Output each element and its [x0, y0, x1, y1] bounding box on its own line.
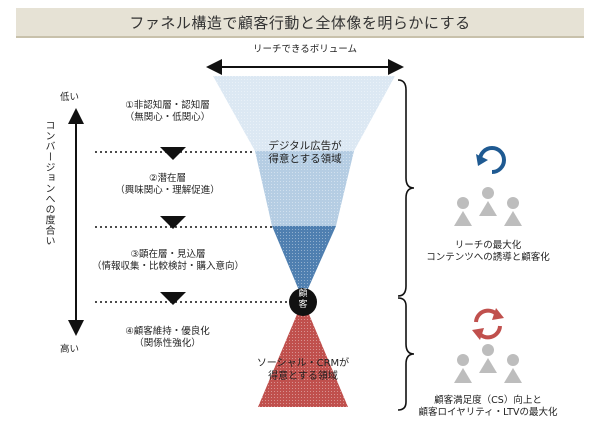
stage-2-title: ②潜在層 — [148, 173, 187, 184]
page-title: ファネル構造で顧客行動と全体像を明らかにする — [129, 13, 471, 32]
cycle-arrows-icon — [472, 308, 504, 340]
right-group-lower-label: 顧客満足度（CS）向上と 顧客ロイヤリティ・LTVの最大化 — [412, 395, 564, 419]
down-triangle-2 — [160, 216, 186, 229]
down-triangle-3 — [160, 292, 186, 305]
stage-3-title: ③顕在層・見込層 — [130, 249, 206, 260]
conversion-axis-label: コンバージョンへの度合い — [43, 120, 54, 246]
stage-2-label: ②潜在層 （興味関心・理解促進） — [95, 173, 240, 197]
customer-label-line2: 客 — [298, 300, 308, 310]
customer-circle — [289, 288, 317, 316]
stage-3-subtitle: （情報収集・比較検討・購入意向） — [91, 261, 244, 272]
social-crm-area-line2: 得意とする領域 — [268, 371, 338, 382]
digital-ad-area-line2: 得意とする領域 — [268, 153, 342, 165]
down-triangle-1 — [160, 147, 186, 160]
stage-1-subtitle: （無関心・低関心） — [124, 112, 211, 123]
right-group-upper-line1: リーチの最大化 — [454, 240, 522, 251]
brace-upper — [397, 79, 415, 297]
reach-label: リーチできるボリューム — [252, 44, 358, 55]
stage-4-label: ④顧客維持・優良化 （関係性強化） — [95, 326, 240, 350]
people-icon-group-upper — [454, 187, 522, 226]
axis-high-label: 高い — [60, 344, 80, 355]
customer-label-line1: 顧 — [298, 289, 308, 299]
stage-3-label: ③顕在層・見込層 （情報収集・比較検討・購入意向） — [88, 249, 248, 273]
cone-dot-overlay — [258, 300, 348, 407]
digital-ad-area-label: デジタル広告が 得意とする領域 — [250, 140, 360, 166]
stage-2-subtitle: （興味関心・理解促進） — [115, 185, 220, 196]
right-group-upper-label: リーチの最大化 コンテンツへの誘導と顧客化 — [418, 240, 558, 264]
digital-ad-area-line1: デジタル広告が — [268, 140, 342, 152]
brace-lower — [397, 297, 415, 411]
stage-4-title: ④顧客維持・優良化 — [125, 326, 210, 337]
right-group-upper-line2: コンテンツへの誘導と顧客化 — [426, 252, 550, 263]
right-group-lower-line1: 顧客満足度（CS）向上と — [434, 395, 542, 406]
title-bar: ファネル構造で顧客行動と全体像を明らかにする — [16, 8, 584, 38]
axis-low-label: 低い — [60, 92, 80, 103]
funnel-dot-overlay — [213, 76, 395, 300]
right-group-lower-line2: 顧客ロイヤリティ・LTVの最大化 — [418, 407, 558, 418]
stage-1-title: ①非認知層・認知層 — [125, 100, 210, 111]
stage-4-subtitle: （関係性強化） — [134, 338, 201, 349]
customer-label: 顧 客 — [291, 289, 315, 311]
cycle-arrow-icon — [476, 146, 506, 174]
social-crm-area-label: ソーシャル・CRMが 得意とする領域 — [243, 357, 363, 383]
social-crm-area-line1: ソーシャル・CRMが — [256, 358, 350, 369]
stage-1-label: ①非認知層・認知層 （無関心・低関心） — [95, 100, 240, 124]
people-icon-group-lower — [454, 344, 522, 383]
